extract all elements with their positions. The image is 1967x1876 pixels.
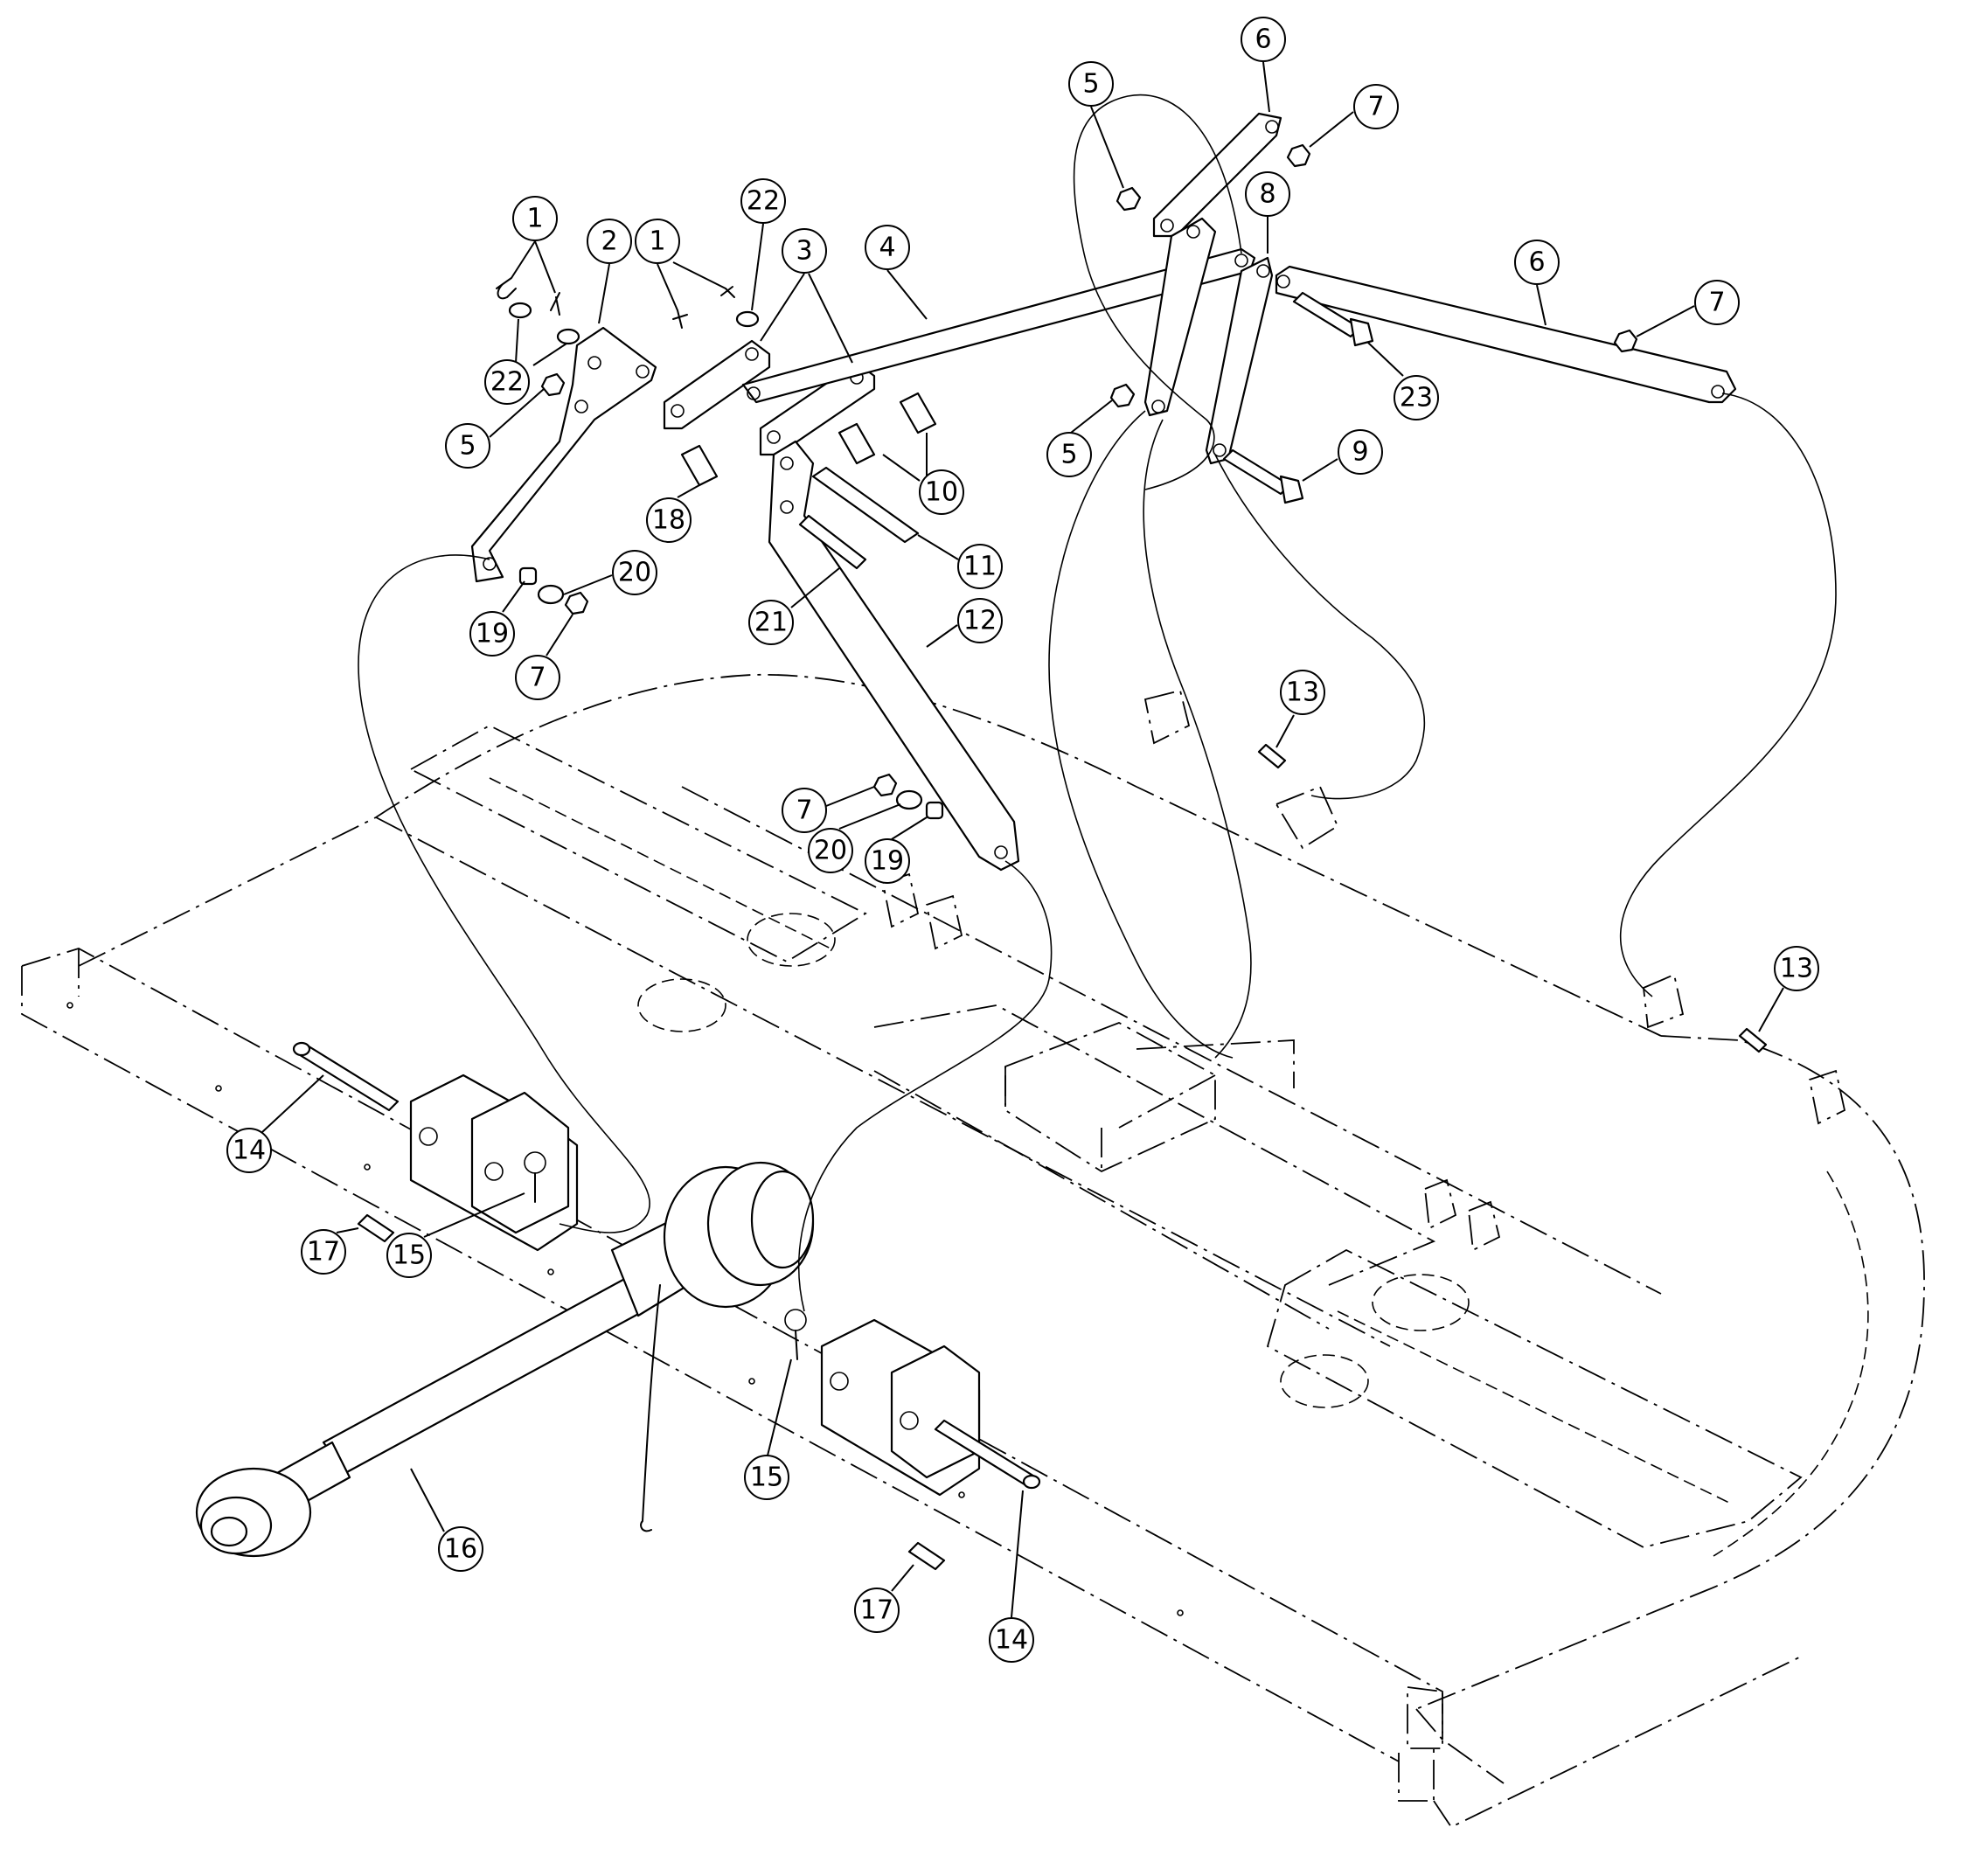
svg-text:6: 6 [1528, 247, 1545, 278]
mower-deck-phantom [21, 673, 1925, 1829]
callout-7-d: 7 [782, 786, 875, 833]
svg-text:21: 21 [754, 608, 788, 638]
svg-text:18: 18 [652, 505, 685, 536]
svg-text:7: 7 [1708, 288, 1725, 318]
callout-13-b: 13 [1758, 946, 1819, 1032]
hitch-plate-2 [470, 326, 657, 583]
svg-text:11: 11 [963, 552, 997, 582]
svg-text:12: 12 [963, 606, 997, 636]
callout-11: 11 [917, 534, 1003, 589]
svg-text:22: 22 [490, 367, 524, 398]
svg-text:16: 16 [444, 1534, 477, 1565]
callouts: 1 2 1 22 3 4 5 6 7 8 6 7 22 5 10 18 11 5… [226, 17, 1819, 1663]
callout-7-c: 7 [515, 614, 573, 700]
callout-9: 9 [1302, 429, 1383, 482]
svg-text:14: 14 [233, 1136, 266, 1166]
svg-text:13: 13 [1780, 954, 1813, 984]
callout-19-a: 19 [469, 580, 525, 657]
svg-text:22: 22 [747, 186, 780, 217]
top-link-4 [741, 247, 1256, 404]
callout-3: 3 [760, 228, 853, 364]
callout-10: 10 [882, 433, 964, 515]
callout-7-b: 7 [1636, 280, 1740, 337]
svg-text:8: 8 [1259, 179, 1275, 210]
callout-17-a: 17 [301, 1227, 359, 1275]
callout-22-b: 22 [484, 318, 567, 405]
svg-text:3: 3 [796, 236, 812, 267]
callout-19-b: 19 [865, 816, 928, 884]
hardware [292, 143, 1768, 1571]
callout-1-b: 1 [635, 219, 726, 311]
svg-text:9: 9 [1352, 437, 1368, 468]
callout-5-a: 5 [1068, 61, 1124, 189]
callout-12: 12 [926, 598, 1003, 648]
callout-6-b: 6 [1514, 240, 1560, 326]
pto-driveline [195, 1161, 815, 1558]
lift-arm-12 [768, 440, 1020, 872]
svg-text:20: 20 [814, 836, 847, 866]
svg-text:23: 23 [1400, 383, 1433, 413]
svg-text:5: 5 [1060, 440, 1077, 470]
svg-text:15: 15 [393, 1240, 426, 1271]
svg-text:20: 20 [618, 558, 651, 588]
svg-text:6: 6 [1255, 24, 1271, 55]
callout-14-a: 14 [226, 1074, 324, 1173]
svg-text:5: 5 [459, 431, 476, 462]
svg-text:7: 7 [529, 663, 546, 693]
callout-20-b: 20 [808, 803, 901, 873]
callout-16: 16 [410, 1468, 483, 1572]
callout-8: 8 [1245, 171, 1290, 254]
callout-15-a: 15 [386, 1192, 525, 1278]
callout-7-a: 7 [1309, 84, 1399, 148]
callout-15-b: 15 [744, 1358, 792, 1500]
svg-text:19: 19 [476, 619, 509, 650]
callout-4: 4 [865, 225, 928, 320]
hitch-lugs [409, 1073, 981, 1497]
svg-text:2: 2 [601, 226, 617, 257]
callout-22-a: 22 [740, 178, 786, 311]
callout-1-a: 1 [511, 196, 558, 294]
svg-text:4: 4 [879, 233, 895, 263]
callout-13-a: 13 [1275, 670, 1325, 748]
callout-5-b: 5 [445, 388, 545, 469]
svg-text:1: 1 [526, 204, 543, 234]
svg-text:17: 17 [860, 1595, 893, 1626]
links-6-and-8 [1143, 112, 1737, 465]
callout-14-b: 14 [989, 1490, 1034, 1663]
callout-5-c: 5 [1046, 400, 1113, 477]
svg-text:17: 17 [307, 1237, 340, 1268]
svg-text:15: 15 [750, 1463, 783, 1493]
svg-text:13: 13 [1286, 677, 1319, 708]
callout-18: 18 [646, 484, 700, 543]
callout-23: 23 [1367, 342, 1439, 420]
svg-text:7: 7 [796, 796, 812, 826]
svg-text:19: 19 [871, 846, 904, 877]
svg-text:10: 10 [925, 477, 958, 508]
callout-21: 21 [748, 567, 840, 645]
detail-loops [358, 94, 1837, 1312]
svg-text:1: 1 [649, 226, 665, 257]
svg-text:7: 7 [1367, 92, 1384, 122]
callout-17-b: 17 [854, 1564, 914, 1633]
svg-text:5: 5 [1082, 69, 1099, 100]
callout-20-a: 20 [563, 550, 657, 595]
callout-2: 2 [587, 219, 632, 324]
svg-text:14: 14 [995, 1625, 1028, 1656]
callout-6-a: 6 [1241, 17, 1286, 113]
